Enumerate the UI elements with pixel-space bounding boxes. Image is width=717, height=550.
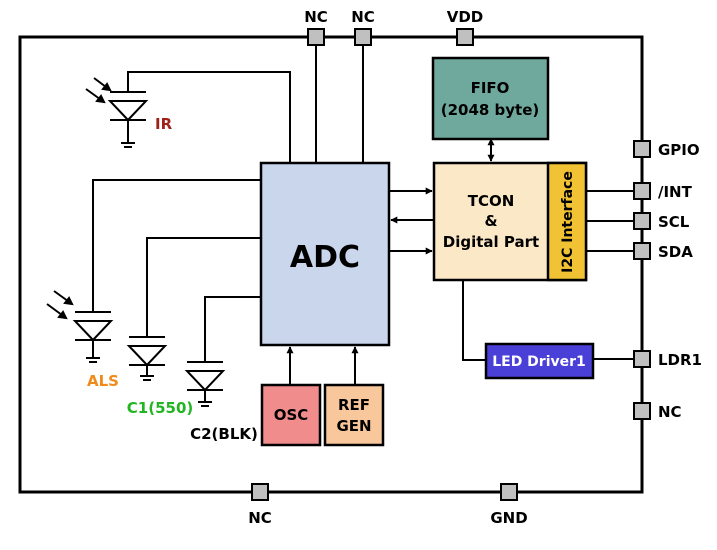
pin-scl — [633, 212, 651, 230]
pin-gnd — [500, 483, 518, 501]
ref-gen-label-line2: GEN — [336, 417, 371, 435]
ref-gen-block — [323, 383, 385, 447]
led-driver-block — [484, 342, 595, 380]
pin-nc-top-2 — [354, 28, 372, 46]
pin-int — [633, 182, 651, 200]
fifo-label-line1: FIFO — [471, 79, 510, 97]
fifo-block — [431, 56, 550, 141]
c2-diode-icon — [184, 361, 226, 407]
osc-label: OSC — [274, 406, 309, 424]
c1-diode-icon — [126, 336, 168, 381]
tcon-label-line1: TCON — [468, 192, 515, 210]
wire-ir — [127, 71, 291, 163]
tcon-label-line3: Digital Part — [443, 233, 539, 251]
pin-nc-bottom — [251, 483, 269, 501]
pin-label-nc-top-1: NC — [304, 8, 328, 26]
wire-tcon-led — [462, 280, 486, 361]
ref-gen-label-line1: REF — [338, 396, 370, 414]
pin-label-gpio: GPIO — [658, 141, 700, 159]
pin-label-int: /INT — [658, 183, 693, 201]
tcon-label-line2: & — [484, 212, 497, 230]
adc-block — [259, 161, 391, 347]
led-driver-label: LED Driver1 — [492, 354, 586, 370]
pin-label-nc-right: NC — [658, 403, 682, 421]
pin-label-nc-top-2: NC — [351, 8, 375, 26]
wire-c2 — [204, 296, 261, 362]
i2c-interface-block — [546, 161, 588, 282]
pin-nc-right — [633, 402, 651, 420]
osc-block — [260, 383, 322, 447]
c1-label: C1(550) — [127, 399, 193, 417]
pin-sda — [633, 242, 651, 260]
pin-label-vdd: VDD — [447, 8, 484, 26]
pin-ldr1 — [633, 350, 651, 368]
wire-als — [92, 179, 261, 312]
pin-label-nc-bottom: NC — [248, 509, 272, 527]
i2c-interface-label: I2C Interface — [560, 171, 576, 273]
pin-vdd — [456, 28, 474, 46]
adc-label: ADC — [290, 240, 360, 275]
ir-photodiode-icon — [85, 77, 149, 148]
pin-label-gnd: GND — [490, 509, 527, 527]
c2-label: C2(BLK) — [190, 425, 258, 443]
als-photodiode-icon — [46, 290, 114, 363]
pin-label-ldr1: LDR1 — [658, 351, 702, 369]
chip-outline — [18, 35, 644, 494]
pin-label-scl: SCL — [658, 213, 690, 231]
pin-gpio — [633, 140, 651, 158]
wire-c1 — [146, 237, 261, 337]
pin-label-sda: SDA — [658, 243, 693, 261]
pin-nc-top-1 — [307, 28, 325, 46]
als-label: ALS — [87, 372, 119, 390]
ir-label: IR — [155, 115, 173, 133]
fifo-label-line2: (2048 byte) — [441, 101, 540, 119]
